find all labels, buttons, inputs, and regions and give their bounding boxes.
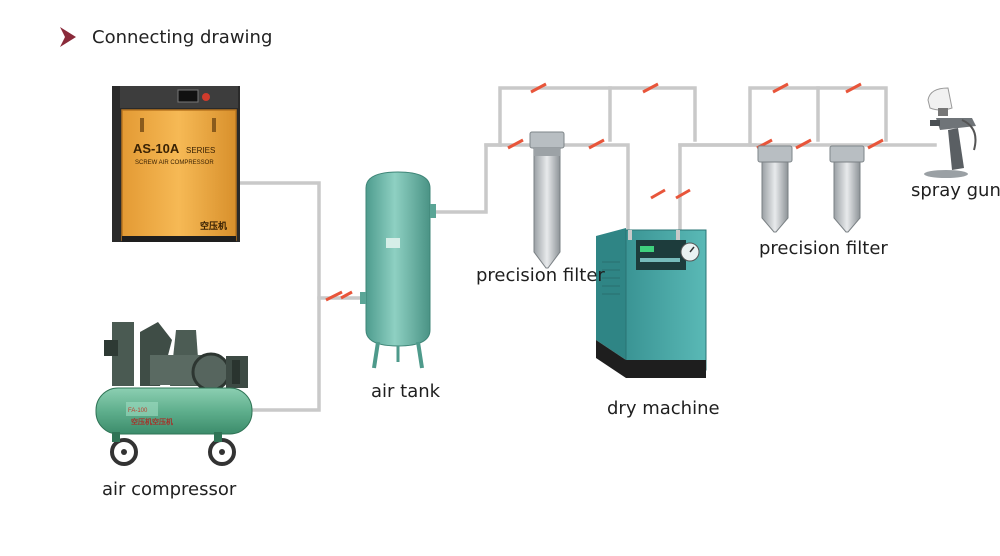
pipe-network [234, 86, 937, 412]
chevron-right-icon [60, 27, 76, 47]
screw-model-text: AS-10A [133, 141, 180, 156]
valve [650, 188, 666, 200]
dry-machine [596, 228, 707, 378]
valve [772, 82, 789, 94]
valve [588, 138, 605, 150]
valve [325, 290, 343, 302]
precision-filter-2a [757, 145, 793, 233]
piston-air-compressor: FA-100 空压机空压机 [95, 322, 253, 466]
precision-filter-1-label: precision filter [476, 265, 605, 286]
valve [795, 138, 812, 150]
screw-series-text: SERIES [186, 146, 215, 155]
valve [642, 82, 659, 94]
valve [507, 138, 524, 150]
air-compressor-label: air compressor [102, 479, 237, 500]
screw-air-compressor: AS-10A SERIES SCREW AIR COMPRESSOR 空压机 [112, 86, 240, 242]
diagram-title: Connecting drawing [92, 27, 273, 48]
valve-group [325, 82, 884, 302]
precision-filter-1 [529, 131, 565, 269]
piston-cn-text: 空压机空压机 [131, 417, 173, 426]
air-tank-label: air tank [371, 381, 441, 402]
precision-filter-2b [829, 145, 865, 233]
dry-machine-label: dry machine [607, 398, 720, 419]
screw-cn-text: 空压机 [200, 220, 227, 232]
spray-gun-label: spray gun [911, 180, 1000, 201]
spray-gun [924, 87, 977, 178]
valve [530, 82, 547, 94]
valve [675, 188, 691, 200]
air-tank [360, 171, 436, 369]
valve [340, 290, 353, 300]
precision-filter-2-label: precision filter [759, 238, 888, 259]
piston-model-text: FA-100 [128, 408, 148, 414]
screw-subtitle-text: SCREW AIR COMPRESSOR [135, 160, 214, 166]
valve [867, 138, 884, 150]
valve [845, 82, 862, 94]
